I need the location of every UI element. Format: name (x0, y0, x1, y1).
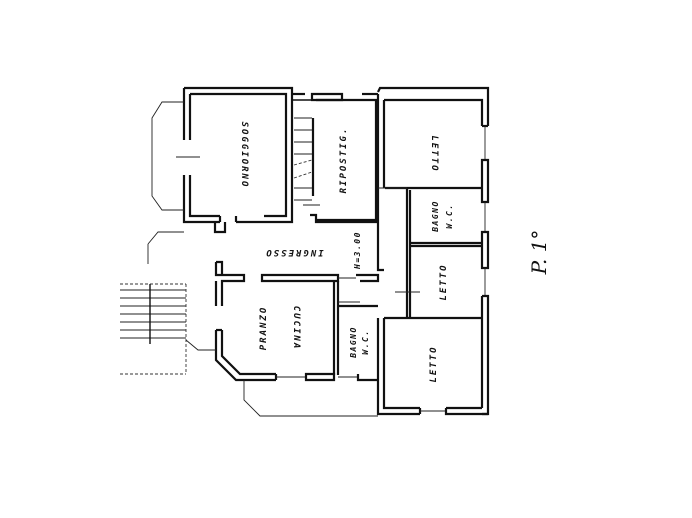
room-label-letto-top: LETTO (429, 135, 439, 172)
room-label-bagno-top: BAGNO (431, 200, 440, 233)
ripostiglio-walls (292, 92, 380, 224)
room-label-cucina: CUCINA (291, 306, 301, 351)
stairs-internal (292, 99, 320, 206)
soggiorno-walls (151, 86, 294, 234)
room-label-letto-mid: LETTO (439, 263, 449, 300)
room-label-bagno-bottom-wc: W.C. (361, 329, 370, 354)
stairs-external (120, 231, 216, 375)
room-label-pranzo: PRANZO (259, 306, 269, 351)
room-label-bagno-top-wc: W.C. (445, 203, 454, 228)
ingresso-kitchen-walls (214, 260, 380, 417)
height-note: H=3.00 (353, 231, 362, 270)
room-label-bagno-bottom: BAGNO (349, 326, 358, 359)
floor-label: P. 1° (527, 230, 551, 276)
room-label-ingresso: INGRESSO (264, 247, 323, 257)
right-block-walls (376, 86, 490, 416)
room-label-ripostiglio: RIPOSTIG. (339, 127, 349, 194)
room-label-soggiorno: SOGGIORNO (239, 122, 249, 189)
room-label-letto-bottom: LETTO (429, 345, 439, 382)
